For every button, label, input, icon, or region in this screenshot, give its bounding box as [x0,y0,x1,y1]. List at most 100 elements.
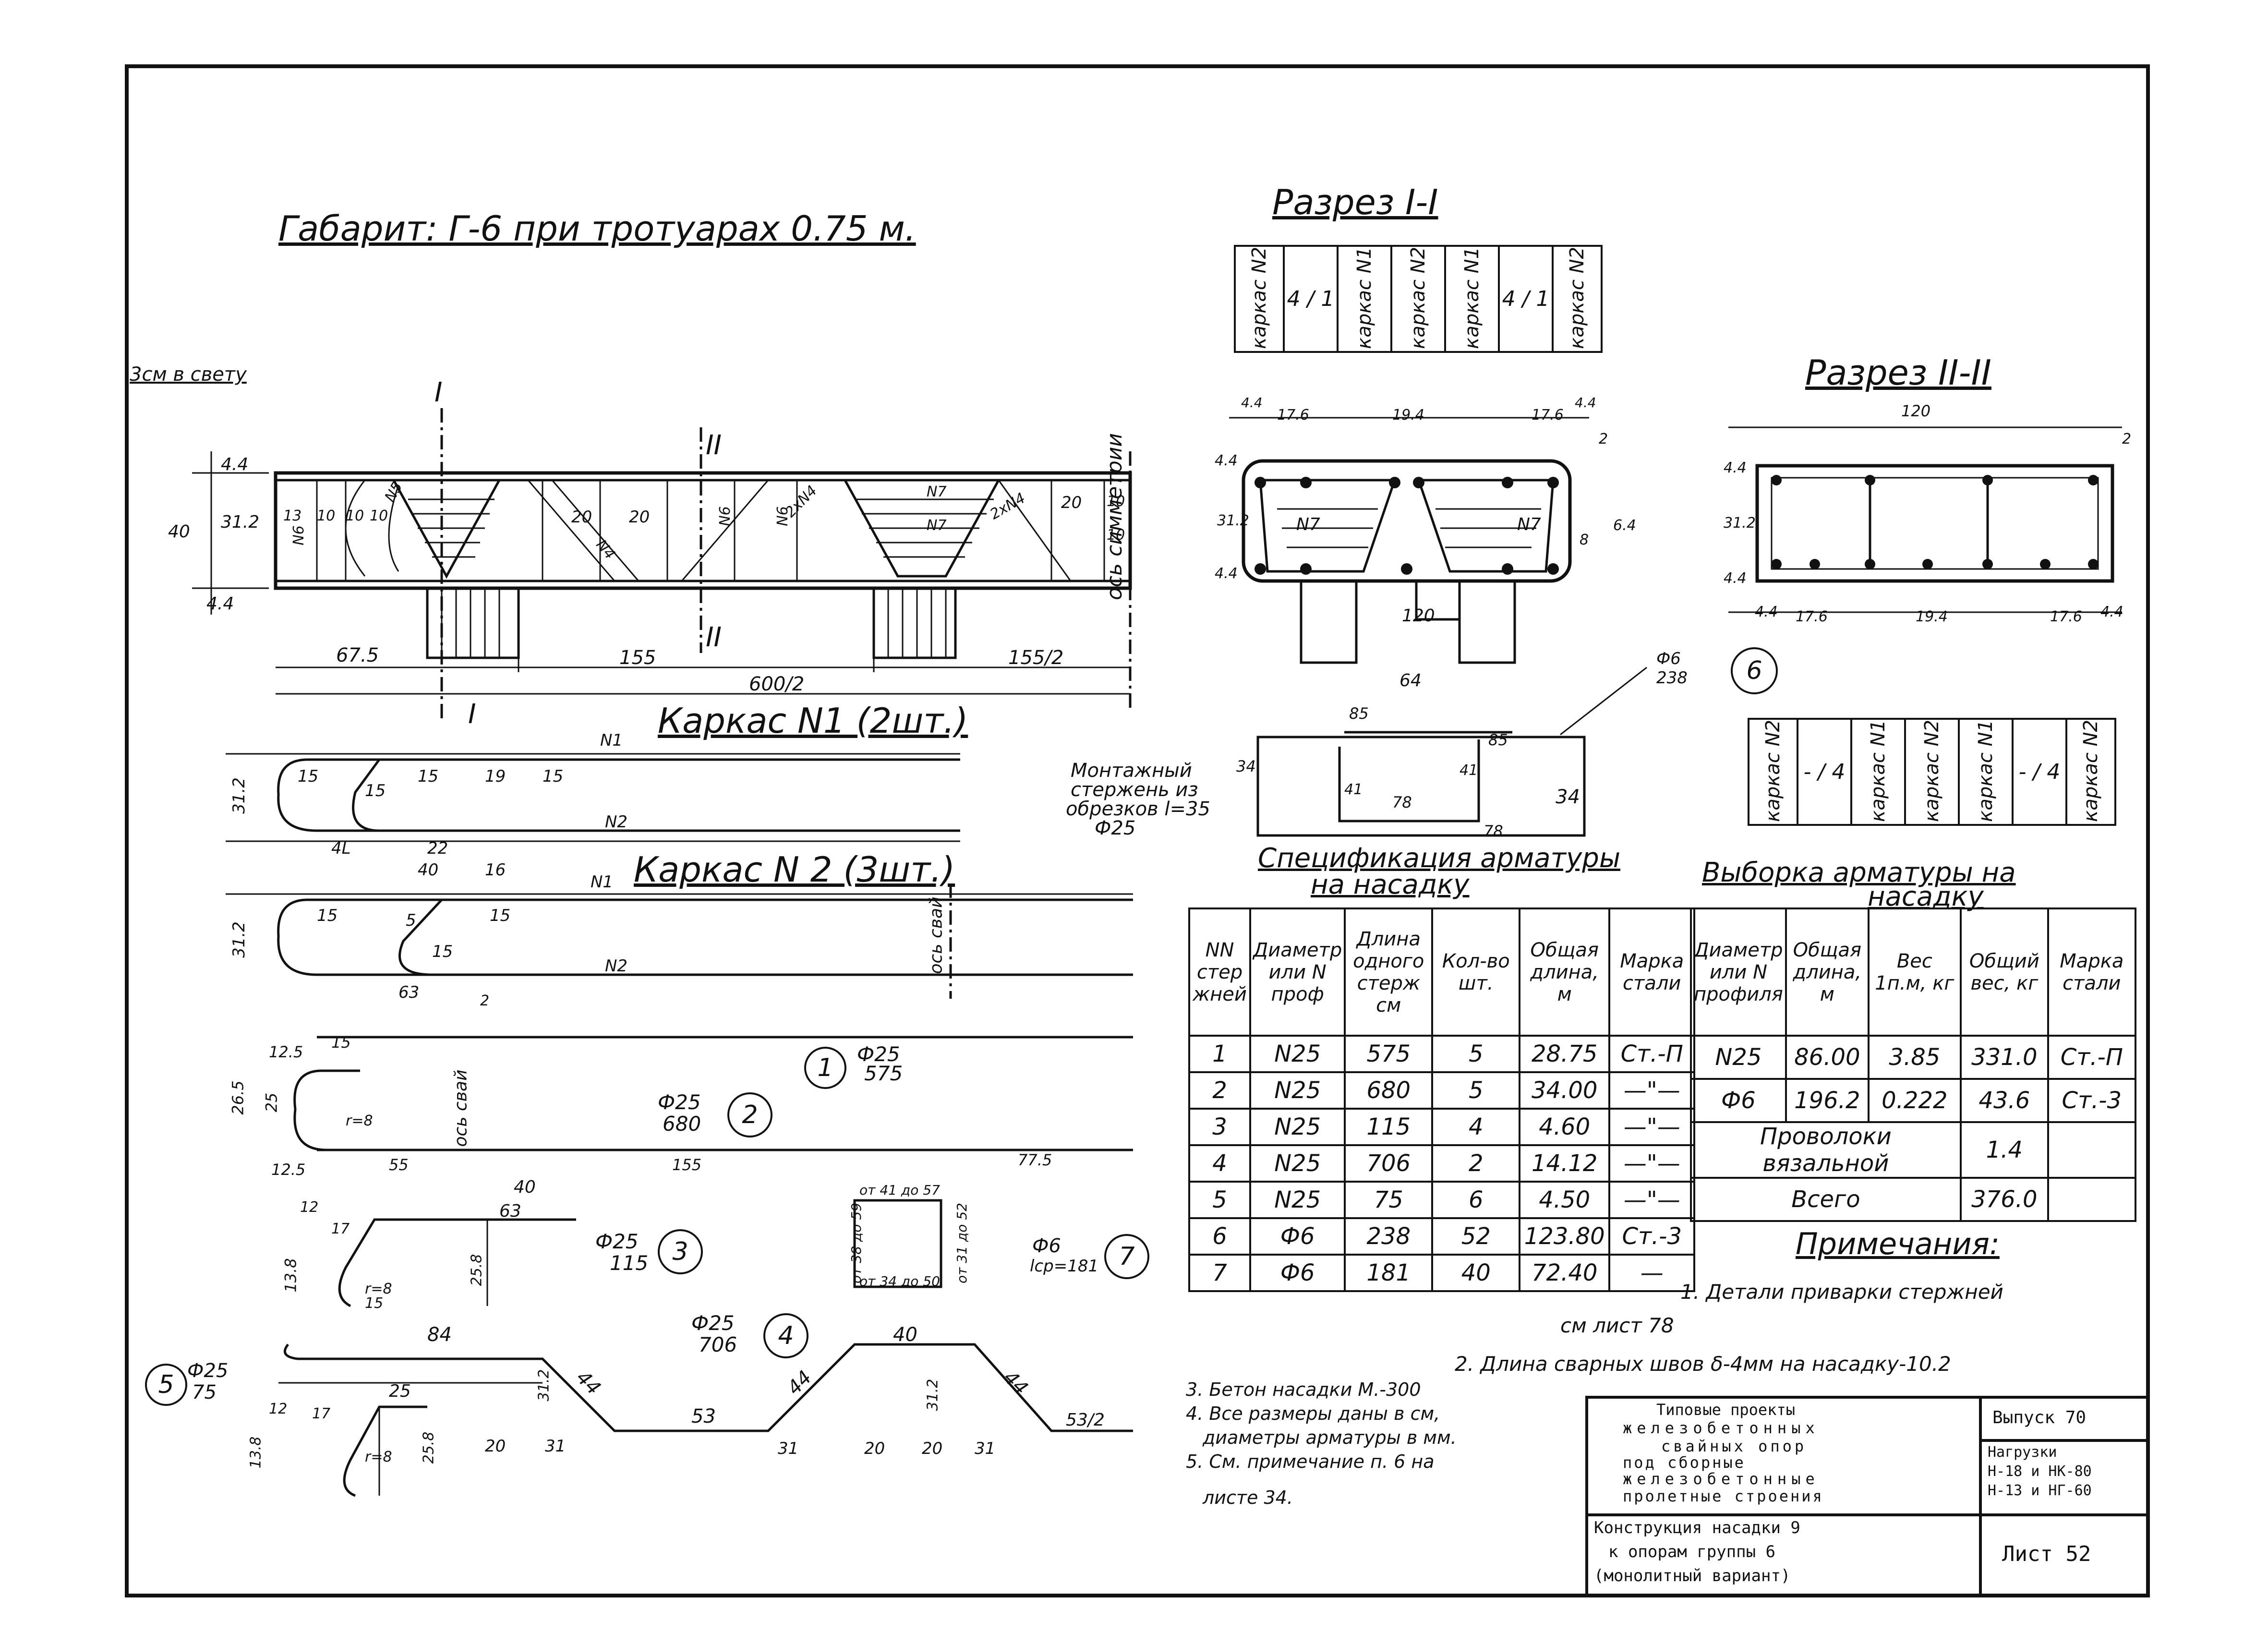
s1-side-0: 4.4 [1215,452,1238,469]
s2-bottom-1: 17.6 [1796,608,1828,625]
st6-dim-3: 34 [1556,786,1580,808]
total-label: Всего [1690,1177,1962,1222]
section-mark-2: II [706,430,722,461]
b2-dim-0: 12.5 [269,1043,303,1061]
cage2-dim-3: 15 [490,906,511,925]
elev-inner-8: 10 [1107,527,1125,544]
st7-dim-0: от 41 до 57 [859,1182,940,1198]
mount-note-2: обрезков l=35 [1066,798,1210,820]
b3-dim-5: r=8 [365,1281,392,1297]
elev-inner-2: 10 [346,508,364,524]
note-6: 5. См. примечание п. 6 на [1186,1451,1435,1472]
spec-cell: 4.50 [1519,1181,1611,1219]
s1-top-2: 19.4 [1392,407,1424,423]
st6-dim-6: 78 [1392,793,1412,811]
spec-cell: 680 [1344,1071,1434,1110]
b2-dim-5: 12.5 [271,1161,306,1179]
spec-cell: 72.40 [1519,1254,1611,1292]
spec-cell: 115 [1344,1108,1434,1146]
s1-leg-4: каркас N1 [1461,247,1483,349]
bar-4-shape [283,1343,1133,1432]
elev-dim-bottom-1: 155 [619,647,656,669]
cage-2-view [226,883,1133,999]
st7-dim-2: от 31 до 52 [953,1203,970,1283]
empty-cell [2047,1177,2136,1222]
s2-leg-2: каркас N1 [1867,720,1889,822]
stamp-issue: Выпуск 70 [1992,1408,2087,1427]
spec-cell: 4 [1431,1108,1521,1146]
spec-cell: 7 [1188,1254,1251,1292]
st6-dim-1: 85 [1488,731,1508,749]
s2-bottom-0: 4.4 [1755,604,1778,620]
gabarit-label: Габарит: Г-6 при тротуарах 0.75 м. [278,208,916,249]
s1-label-1: N7 [1517,515,1541,534]
spec-cell: 52 [1431,1217,1521,1256]
b4-dim-10: 20 [864,1439,885,1458]
s2-side-1: 31.2 [1724,515,1756,532]
note-7: листе 34. [1203,1487,1293,1508]
b5-dim-6: 20 [485,1437,506,1456]
s1-side-4: 6.4 [1613,517,1636,534]
spec-cell: —"— [1608,1108,1696,1146]
section2-legend: каркас N2 - / 4 каркас N1 каркас N2 карк… [1748,718,2116,826]
elev-label-3: N6 [716,506,734,526]
spec-title-0: Спецификация арматуры [1258,843,1621,874]
spec-cell: Ф6 [1249,1254,1346,1292]
s2-dim-top: 120 [1901,402,1931,420]
s2-bottom-3: 17.6 [2050,608,2082,625]
spec-h5: Марка стали [1608,907,1696,1037]
stamp-project-3: под сборные [1623,1453,1746,1472]
cage1-dim-1: 15 [298,767,319,786]
s1-leg-5: 4 / 1 [1498,245,1554,353]
selection-cell: 43.6 [1959,1078,2049,1123]
b2-dim-2: 26.5 [229,1080,247,1115]
note-4: 4. Все размеры даны в см, [1186,1403,1440,1424]
mark-6: 6 [1731,647,1778,694]
mark-1: 1 [804,1047,846,1089]
spec-cell: N25 [1249,1071,1346,1110]
b2-dim-4: r=8 [346,1113,373,1129]
note-1: см лист 78 [1560,1314,1674,1337]
s1-leg-2: каркас N1 [1353,247,1375,349]
spec-cell: 5 [1431,1071,1521,1110]
sel-h3: Общий вес, кг [1959,907,2049,1037]
mount-note-1: стержень из [1071,779,1198,801]
spec-cell: 181 [1344,1254,1434,1292]
b3-dim-0: 40 [514,1177,536,1197]
section-1-view [1229,417,1589,664]
cage1-dim-2: 15 [365,781,386,800]
elev-dim-bottom-2: 155/2 [1008,647,1064,669]
elev-inner-4: 20 [571,508,592,527]
sel-title-1: насадку [1868,881,1984,912]
section-mark-2b: II [706,622,722,653]
stamp-project-0: Типовые проекты [1656,1401,1795,1419]
elev-inner-6: 20 [1061,493,1082,512]
selection-cell: N25 [1690,1035,1787,1080]
bar-3-shape [338,1218,576,1307]
b2-dim-3: 25 [262,1092,281,1113]
s2-bottom-4: 4.4 [2100,604,2123,620]
bar-1-2-view [293,1036,1133,1151]
bar5-len: 75 [192,1381,217,1403]
elev-label-7: N7 [927,517,947,534]
st7-dim-3: от 34 до 50 [859,1273,940,1289]
s1-bottom-1: 64 [1399,671,1422,690]
st6-dim-5: 41 [1460,762,1478,779]
bar-5-shape [343,1405,427,1497]
spec-cell: 6 [1188,1217,1251,1256]
s1-label-0: N7 [1296,515,1320,534]
selection-cell: 0.222 [1867,1078,1962,1123]
selection-table: Диаметр или N профиля Общая длина, м Вес… [1690,907,2136,1222]
spec-cell: —"— [1608,1181,1696,1219]
selection-cell: 331.0 [1959,1035,2049,1080]
s1-side-2: 4.4 [1215,565,1238,582]
spec-cell: N25 [1249,1108,1346,1146]
s2-side-2: 4.4 [1724,570,1747,587]
b5-dim-2: 12 [269,1401,288,1417]
